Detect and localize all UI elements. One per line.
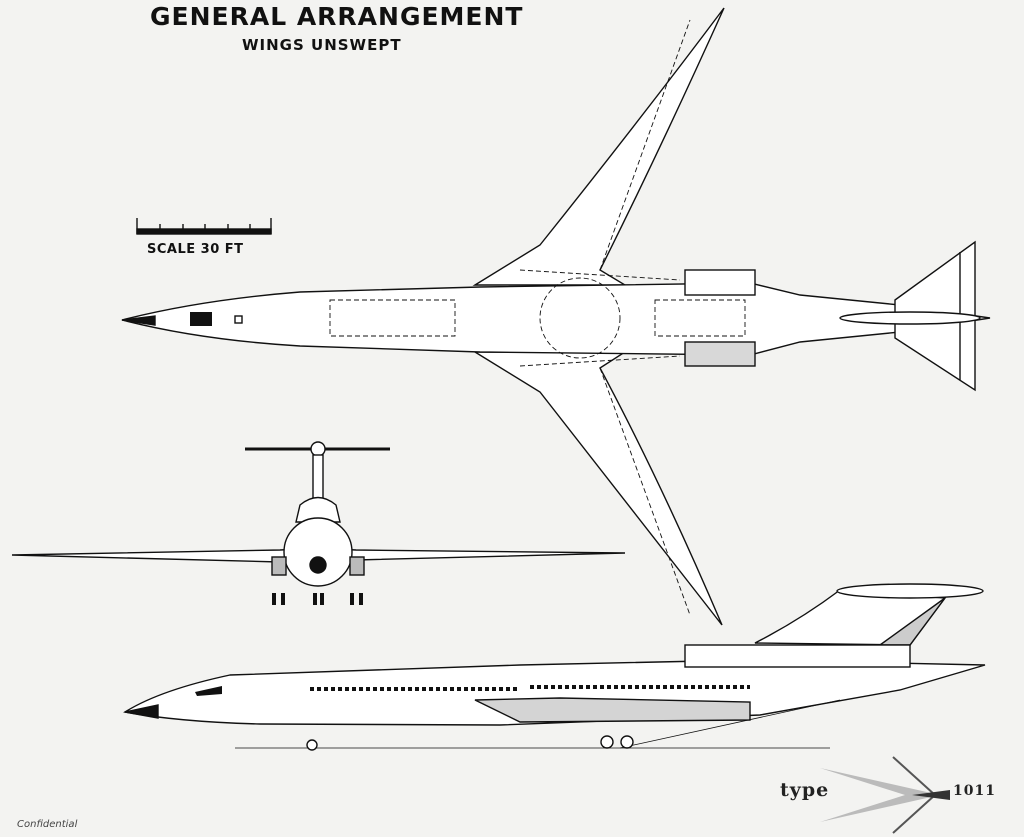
page-subtitle: WINGS UNSWEPT [242, 36, 402, 54]
engine-pod-side [684, 644, 911, 668]
scale-bar [136, 218, 272, 235]
engine-nacelle-upper [684, 269, 756, 296]
type-logo-arrow [820, 756, 950, 834]
confidential-label: Confidential [17, 819, 78, 830]
front-view [11, 441, 626, 605]
engine-nacelle-lower [684, 341, 756, 367]
side-fuselage [123, 659, 986, 726]
cabin-windows [195, 686, 222, 696]
lower-wing [472, 351, 723, 626]
side-view [123, 583, 986, 751]
plan-fuselage [121, 282, 991, 356]
upper-wing [472, 7, 725, 286]
plan-view [121, 7, 991, 626]
front-fuselage [283, 517, 353, 587]
page-title: GENERAL ARRANGEMENT [150, 2, 524, 31]
scale-label: SCALE 30 FT [147, 242, 244, 257]
tailplane [836, 583, 984, 599]
logo-type-word: type [780, 779, 830, 801]
logo-type-number: 1011 [953, 783, 996, 799]
